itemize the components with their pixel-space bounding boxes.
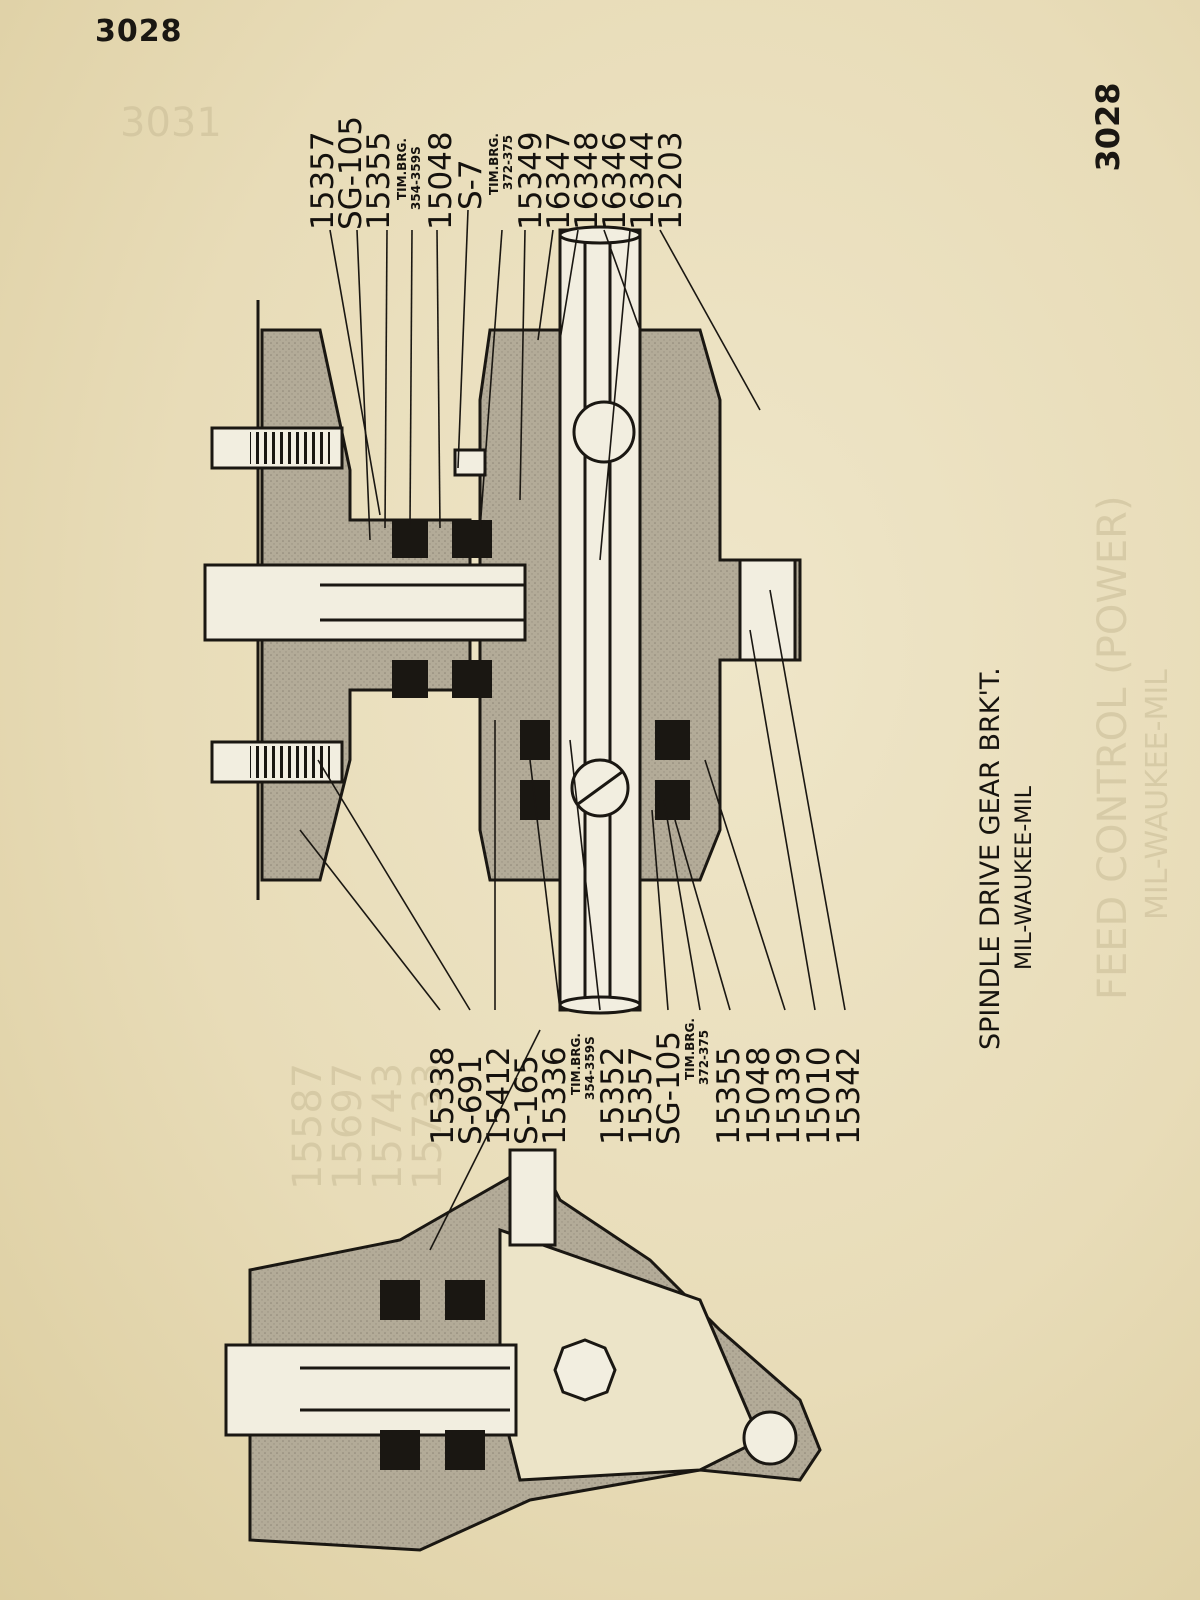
callout-bottom-5: 15336 xyxy=(537,1046,573,1145)
diagram-caption-subtitle: MIL-WAUKEE-MIL xyxy=(1012,786,1037,970)
callout-bottom-11: TIM.BRG. xyxy=(683,1018,697,1080)
lower-end-view xyxy=(224,1148,822,1552)
callout-top-3: 15355 xyxy=(361,131,397,230)
callout-top-15: 15203 xyxy=(653,131,689,230)
leader-lines xyxy=(299,209,846,1251)
diagram-caption-title: SPINDLE DRIVE GEAR BRK'T. xyxy=(975,667,1006,1050)
end-view-bearings xyxy=(380,1280,485,1470)
splined-bore xyxy=(553,1338,617,1402)
ghost-page-number: 3031 xyxy=(120,100,222,146)
callout-bottom-10: SG-105 xyxy=(651,1030,687,1145)
cross-pin-bore xyxy=(572,400,636,464)
side-boss xyxy=(738,558,797,662)
callout-bottom-17: 15342 xyxy=(831,1046,867,1145)
upper-sectional-view xyxy=(203,225,802,1015)
callout-bottom-12: 372-375 xyxy=(697,1029,711,1085)
callout-top-5: 354-359S xyxy=(409,146,423,210)
page-number-top: 3028 xyxy=(95,14,183,49)
callout-top-4: TIM.BRG. xyxy=(395,138,409,200)
callout-top-8: TIM.BRG. xyxy=(487,133,501,195)
eye-hole xyxy=(742,1410,798,1466)
callout-top-7: S-7 xyxy=(453,159,489,210)
drive-shaft xyxy=(203,563,527,642)
callout-bottom-6: TIM.BRG. xyxy=(569,1033,583,1095)
end-view-shaft xyxy=(224,1343,518,1437)
tapered-bearings xyxy=(392,520,690,820)
spindle-shaft xyxy=(558,228,642,1012)
